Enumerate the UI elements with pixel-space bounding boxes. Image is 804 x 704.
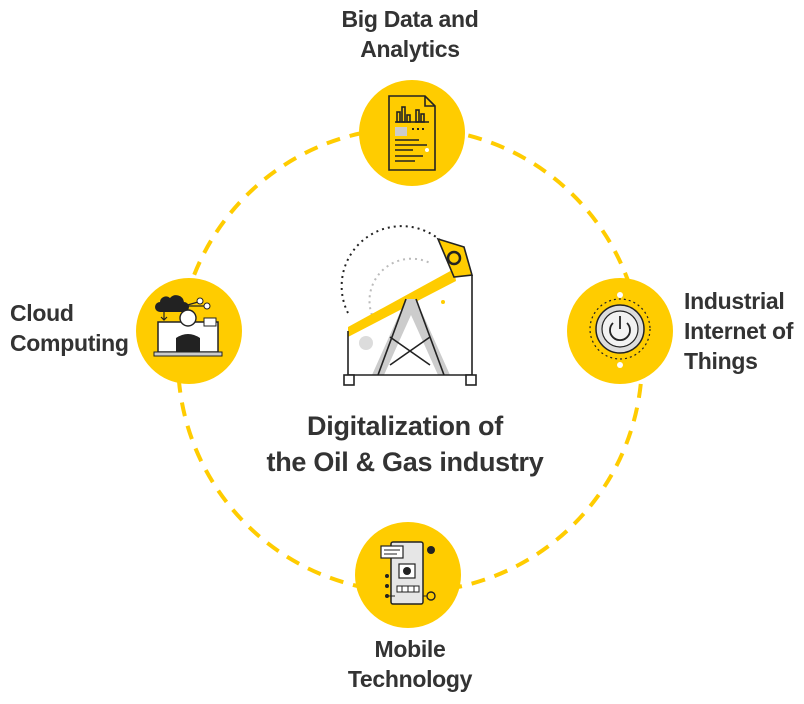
iiot-label-line2: Internet of <box>684 318 794 344</box>
big-data-label: Big Data and Analytics <box>330 4 490 64</box>
mobile-label-line1: Mobile <box>374 636 446 662</box>
cloud-laptop-user-icon <box>153 295 223 357</box>
document-chart-icon <box>388 95 436 171</box>
iiot-node <box>567 278 673 384</box>
center-title: Digitalization of the Oil & Gas industry <box>250 408 560 480</box>
power-button-icon <box>589 292 651 368</box>
cloud-node <box>136 278 242 384</box>
big-data-label-line1: Big Data and <box>341 6 479 32</box>
iiot-label: Industrial Internet of Things <box>684 286 804 376</box>
iiot-label-line1: Industrial <box>684 288 785 314</box>
pumpjack-icon <box>340 225 477 386</box>
mobile-label-line2: Technology <box>347 666 473 692</box>
center-title-line2: the Oil & Gas industry <box>266 447 544 477</box>
big-data-label-line2: Analytics <box>360 36 460 62</box>
cloud-label-line2: Computing <box>10 330 129 356</box>
mobile-label: Mobile Technology <box>330 634 490 694</box>
iiot-label-line3: Things <box>684 348 758 374</box>
cloud-label: Cloud Computing <box>10 298 140 358</box>
mobile-device-icon <box>380 541 436 605</box>
cloud-label-line1: Cloud <box>10 300 74 326</box>
big-data-node <box>359 80 465 186</box>
mobile-node <box>355 522 461 628</box>
center-title-line1: Digitalization of <box>307 411 503 441</box>
